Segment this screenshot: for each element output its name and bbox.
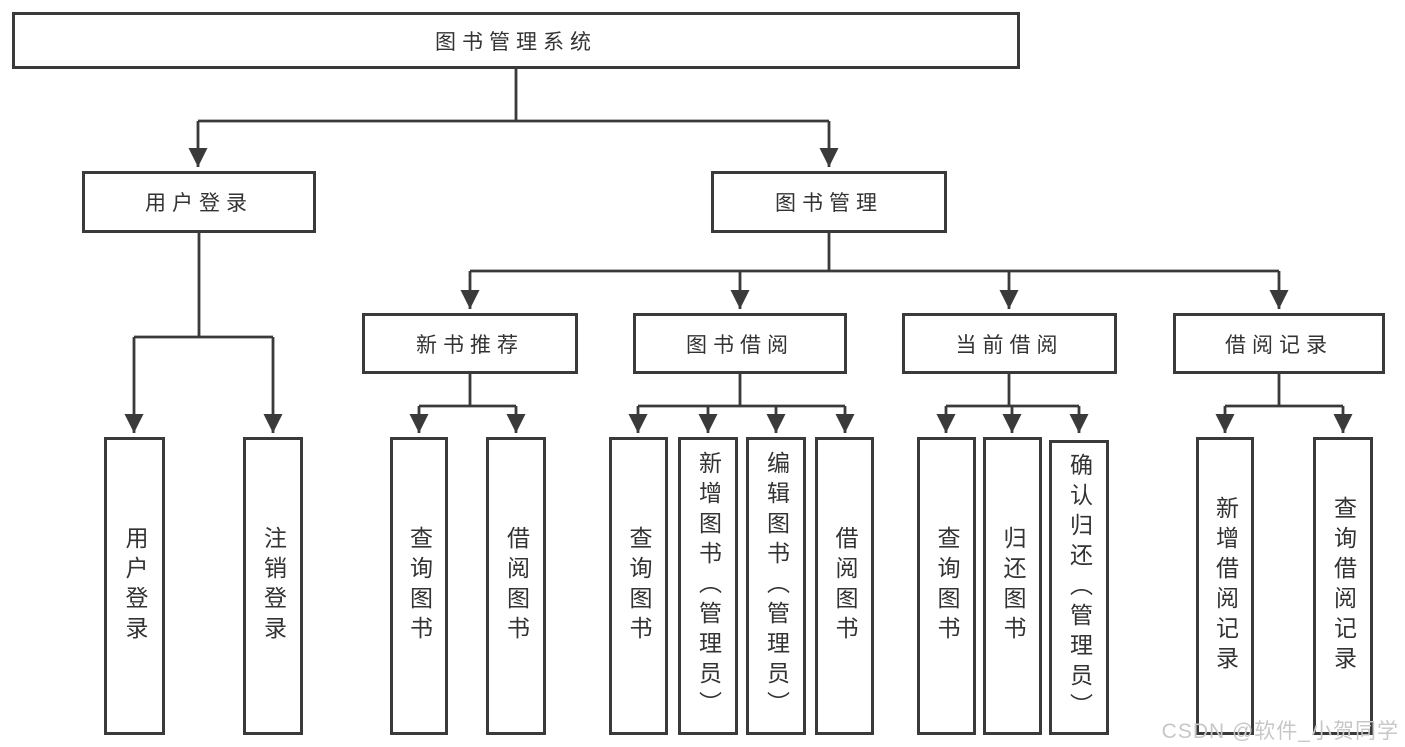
- leaf-logout: 注销登录: [243, 437, 303, 735]
- leaf-borrow-query: 查询图书: [609, 437, 668, 735]
- node-new-book-recommend: 新书推荐: [362, 313, 578, 374]
- leaf-records-query: 查询借阅记录: [1313, 437, 1373, 735]
- leaf-borrow-add-admin: 新增图书（管理员）: [678, 437, 738, 735]
- node-current-borrowing: 当前借阅: [902, 313, 1117, 374]
- leaf-user-login: 用户登录: [104, 437, 165, 735]
- node-root: 图书管理系统: [12, 12, 1020, 69]
- leaf-borrow-lend: 借阅图书: [815, 437, 874, 735]
- connector-group: [124, 69, 1353, 433]
- leaf-newbook-borrow: 借阅图书: [486, 437, 546, 735]
- node-book-borrowing: 图书借阅: [633, 313, 847, 374]
- node-book-management: 图书管理: [711, 171, 947, 233]
- watermark: CSDN @软件_小贺同学: [1161, 720, 1399, 743]
- leaf-current-return: 归还图书: [983, 437, 1042, 735]
- leaf-current-query: 查询图书: [917, 437, 976, 735]
- leaf-records-add: 新增借阅记录: [1196, 437, 1254, 735]
- node-borrowing-records: 借阅记录: [1173, 313, 1385, 374]
- leaf-current-confirm-admin: 确认归还（管理员）: [1049, 440, 1109, 735]
- leaf-newbook-query: 查询图书: [390, 437, 448, 735]
- leaf-borrow-edit-admin: 编辑图书（管理员）: [746, 437, 806, 735]
- node-user-login: 用户登录: [82, 171, 316, 233]
